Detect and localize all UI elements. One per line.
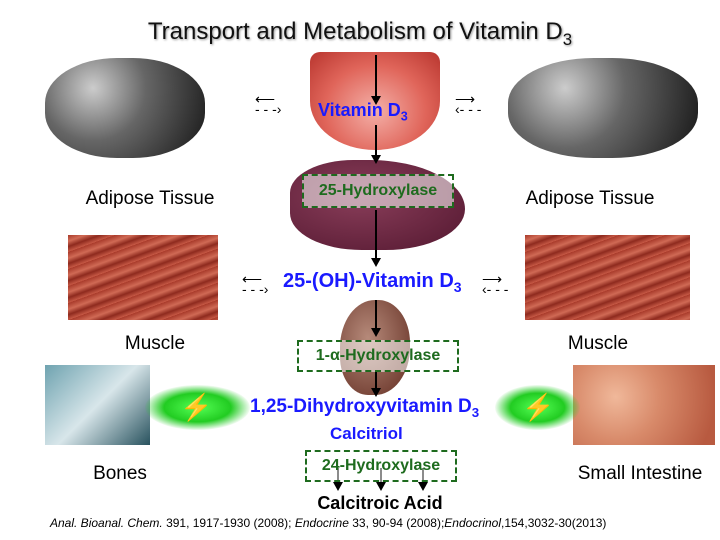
bones-label: Bones [93,463,147,484]
muscle-image-right [525,235,690,320]
signal-glow-left [145,385,250,430]
adipose-tissue-label-left: Adipose Tissue [85,188,215,209]
calcitriol-label: Calcitriol [330,424,403,443]
enzyme-24-hydroxylase: 24-Hydroxylase [305,450,457,482]
bones-image [45,365,150,445]
enzyme-1-alpha-hydroxylase: 1-α-Hydroxylase [297,340,459,372]
small-intestine-image [573,365,715,445]
arrow-head [376,482,386,491]
adipose-tissue-image-right [508,58,698,158]
arrow-head [333,482,343,491]
arrow-head [418,482,428,491]
flow-arrow [375,125,377,157]
25-oh-vitamin-d3-label: 25-(OH)-Vitamin D3 [283,270,462,295]
enzyme-25-hydroxylase: 25-Hydroxylase [302,174,454,208]
adipose-tissue-image-left [45,58,205,158]
flow-arrow [375,210,377,260]
exchange-arrows-left: ⟵- - -› [255,91,282,117]
muscle-image-left [68,235,218,320]
dihydroxyvitamin-d3-label: 1,25-Dihydroxyvitamin D3 [250,396,480,420]
exchange-arrows-right: ⟶‹- - - [455,91,482,117]
arrow-head [371,328,381,337]
vitamin-d3-label: Vitamin D3 [318,100,408,124]
lightning-icon: ⚡ [522,392,555,422]
arrow-head [371,258,381,267]
arrow-head [371,96,381,105]
exchange-arrows-right: ⟶‹- - - [482,271,509,297]
flow-arrow [375,55,377,100]
small-intestine-label: Small Intestine [577,463,703,484]
flow-arrow [375,372,377,390]
signal-glow-right [495,385,580,430]
arrow-head [371,388,381,397]
lightning-icon: ⚡ [180,392,213,422]
exchange-arrows-left: ⟵- - -› [242,271,269,297]
calcitroic-acid-label: Calcitroic Acid [317,493,443,513]
muscle-label-left: Muscle [124,333,186,354]
page-title: Transport and Metabolism of Vitamin D3 [147,18,573,49]
flow-arrow [375,300,377,330]
arrow-head [371,155,381,164]
adipose-tissue-label-right: Adipose Tissue [525,188,655,209]
citation: Anal. Bioanal. Chem. 391, 1917-1930 (200… [50,516,607,530]
muscle-label-right: Muscle [567,333,629,354]
